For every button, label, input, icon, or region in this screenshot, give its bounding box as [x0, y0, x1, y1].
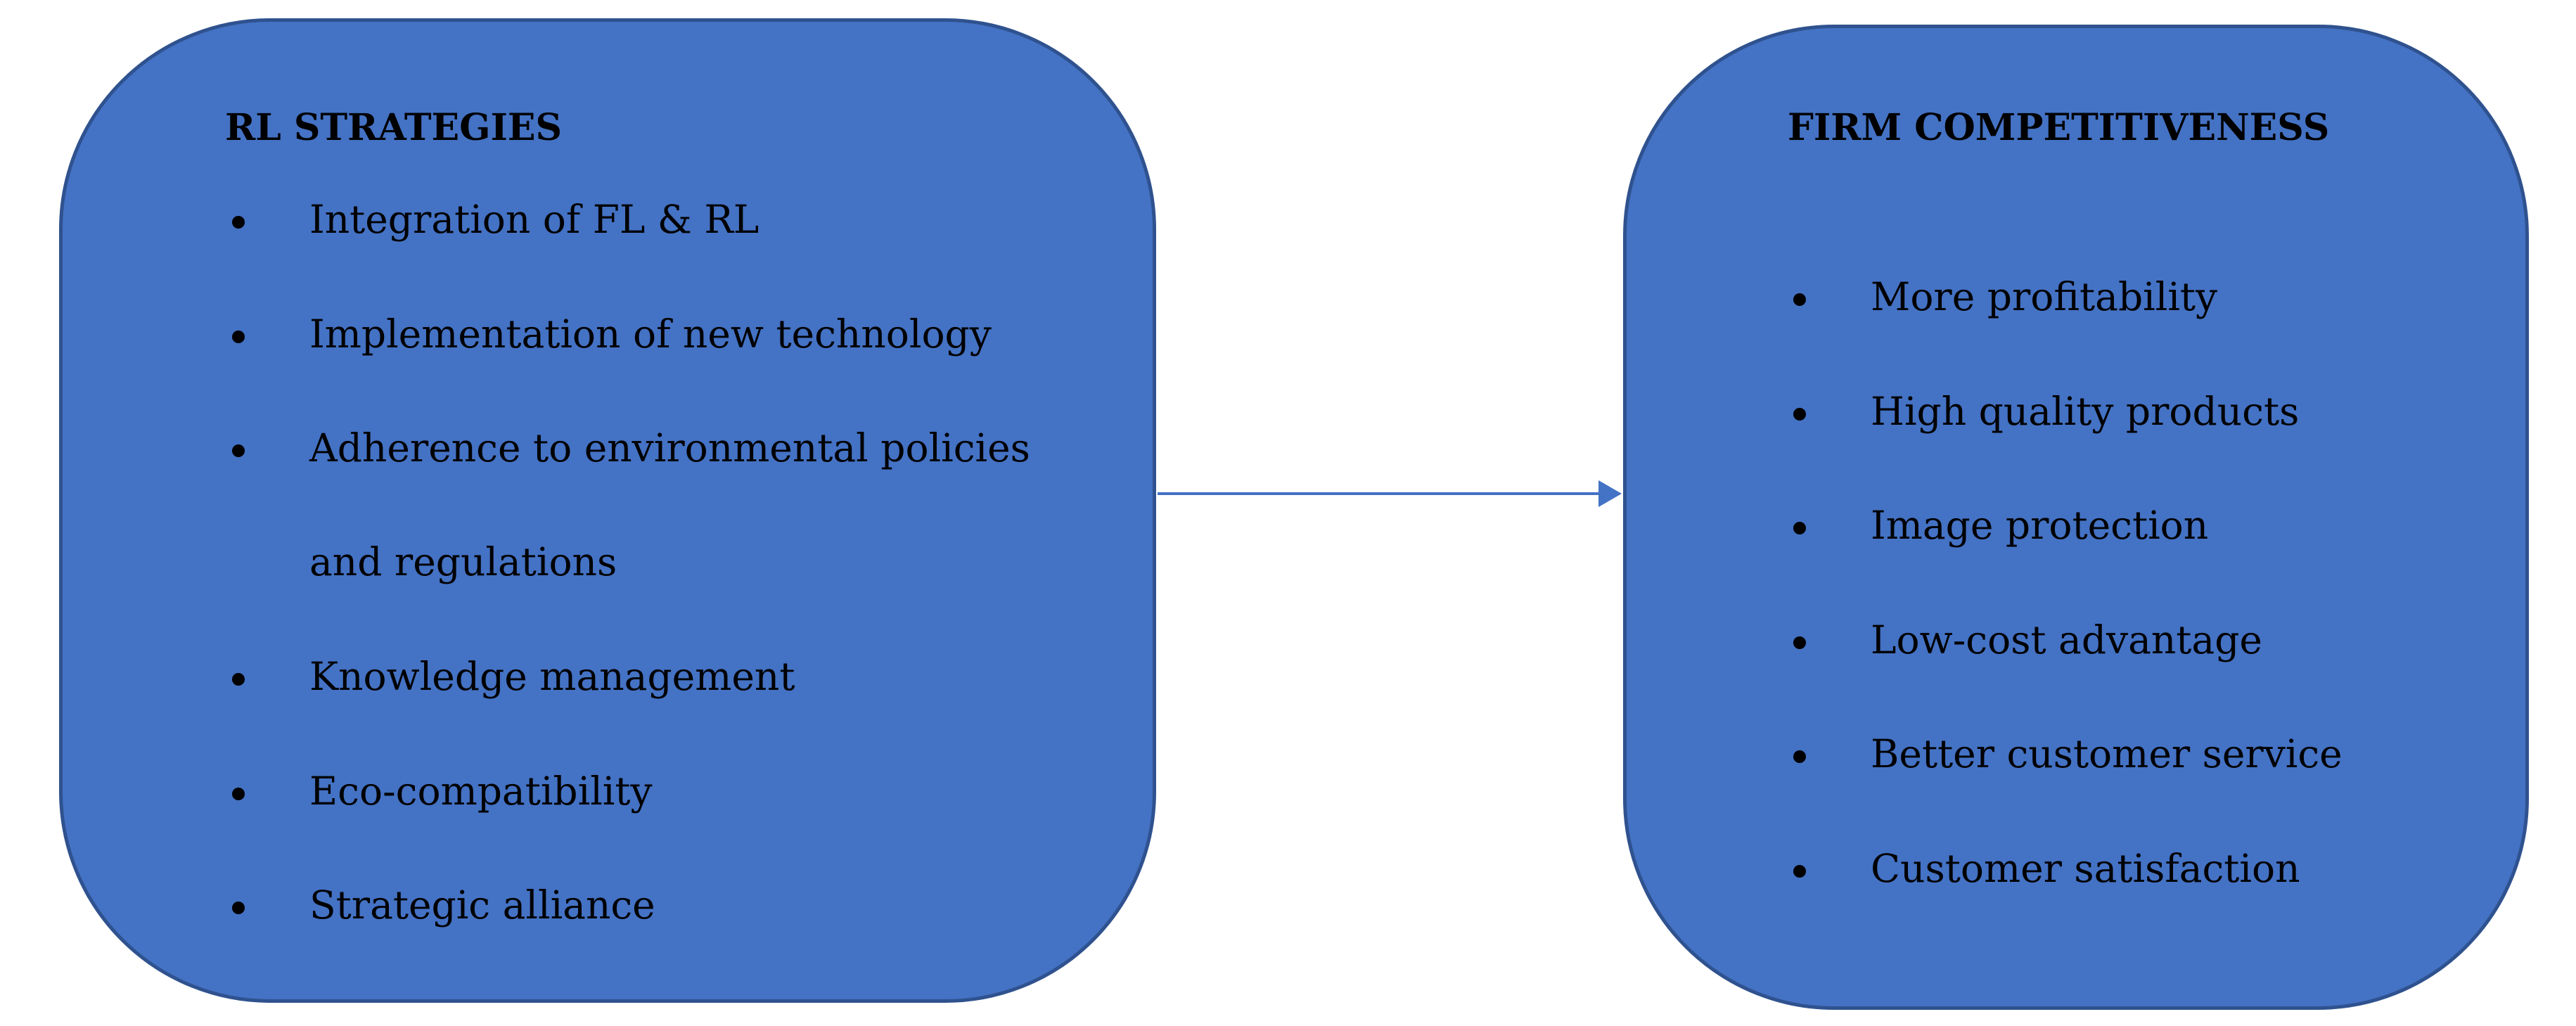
rl-strategies-title: RL STRATEGIES [225, 106, 563, 149]
rl-strategies-box [59, 18, 1156, 1003]
competitiveness-item: Better customer service [1871, 731, 2343, 776]
rl-strategy-item: Adherence to environmental policies [309, 425, 1030, 470]
bullet-icon [232, 444, 245, 457]
competitiveness-item: More profitability [1871, 274, 2218, 319]
bullet-icon [232, 902, 245, 914]
bullet-icon [232, 673, 245, 686]
bullet-icon [232, 216, 245, 229]
arrowhead-icon [1598, 480, 1622, 507]
rl-strategy-item-continuation: and regulations [309, 539, 617, 584]
bullet-icon [232, 331, 245, 343]
bullet-icon [1793, 750, 1806, 763]
bullet-icon [1793, 636, 1806, 649]
firm-competitiveness-box [1623, 25, 2529, 1010]
rl-strategy-item: Strategic alliance [309, 883, 655, 928]
bullet-icon [1793, 865, 1806, 878]
bullet-icon [1793, 408, 1806, 421]
rl-strategy-item: Knowledge management [309, 654, 795, 699]
competitiveness-item: Low-cost advantage [1871, 617, 2262, 662]
competitiveness-item: High quality products [1871, 389, 2300, 434]
bullet-icon [232, 788, 245, 800]
bullet-icon [1793, 522, 1806, 534]
firm-competitiveness-title: FIRM COMPETITIVENESS [1788, 106, 2330, 149]
competitiveness-item: Customer satisfaction [1871, 846, 2300, 891]
bullet-icon [1793, 293, 1806, 306]
rl-strategy-item: Eco-compatibility [309, 769, 653, 814]
competitiveness-item: Image protection [1871, 503, 2209, 548]
rl-strategy-item: Integration of FL & RL [309, 197, 760, 242]
rl-strategy-item: Implementation of new technology [309, 312, 992, 357]
